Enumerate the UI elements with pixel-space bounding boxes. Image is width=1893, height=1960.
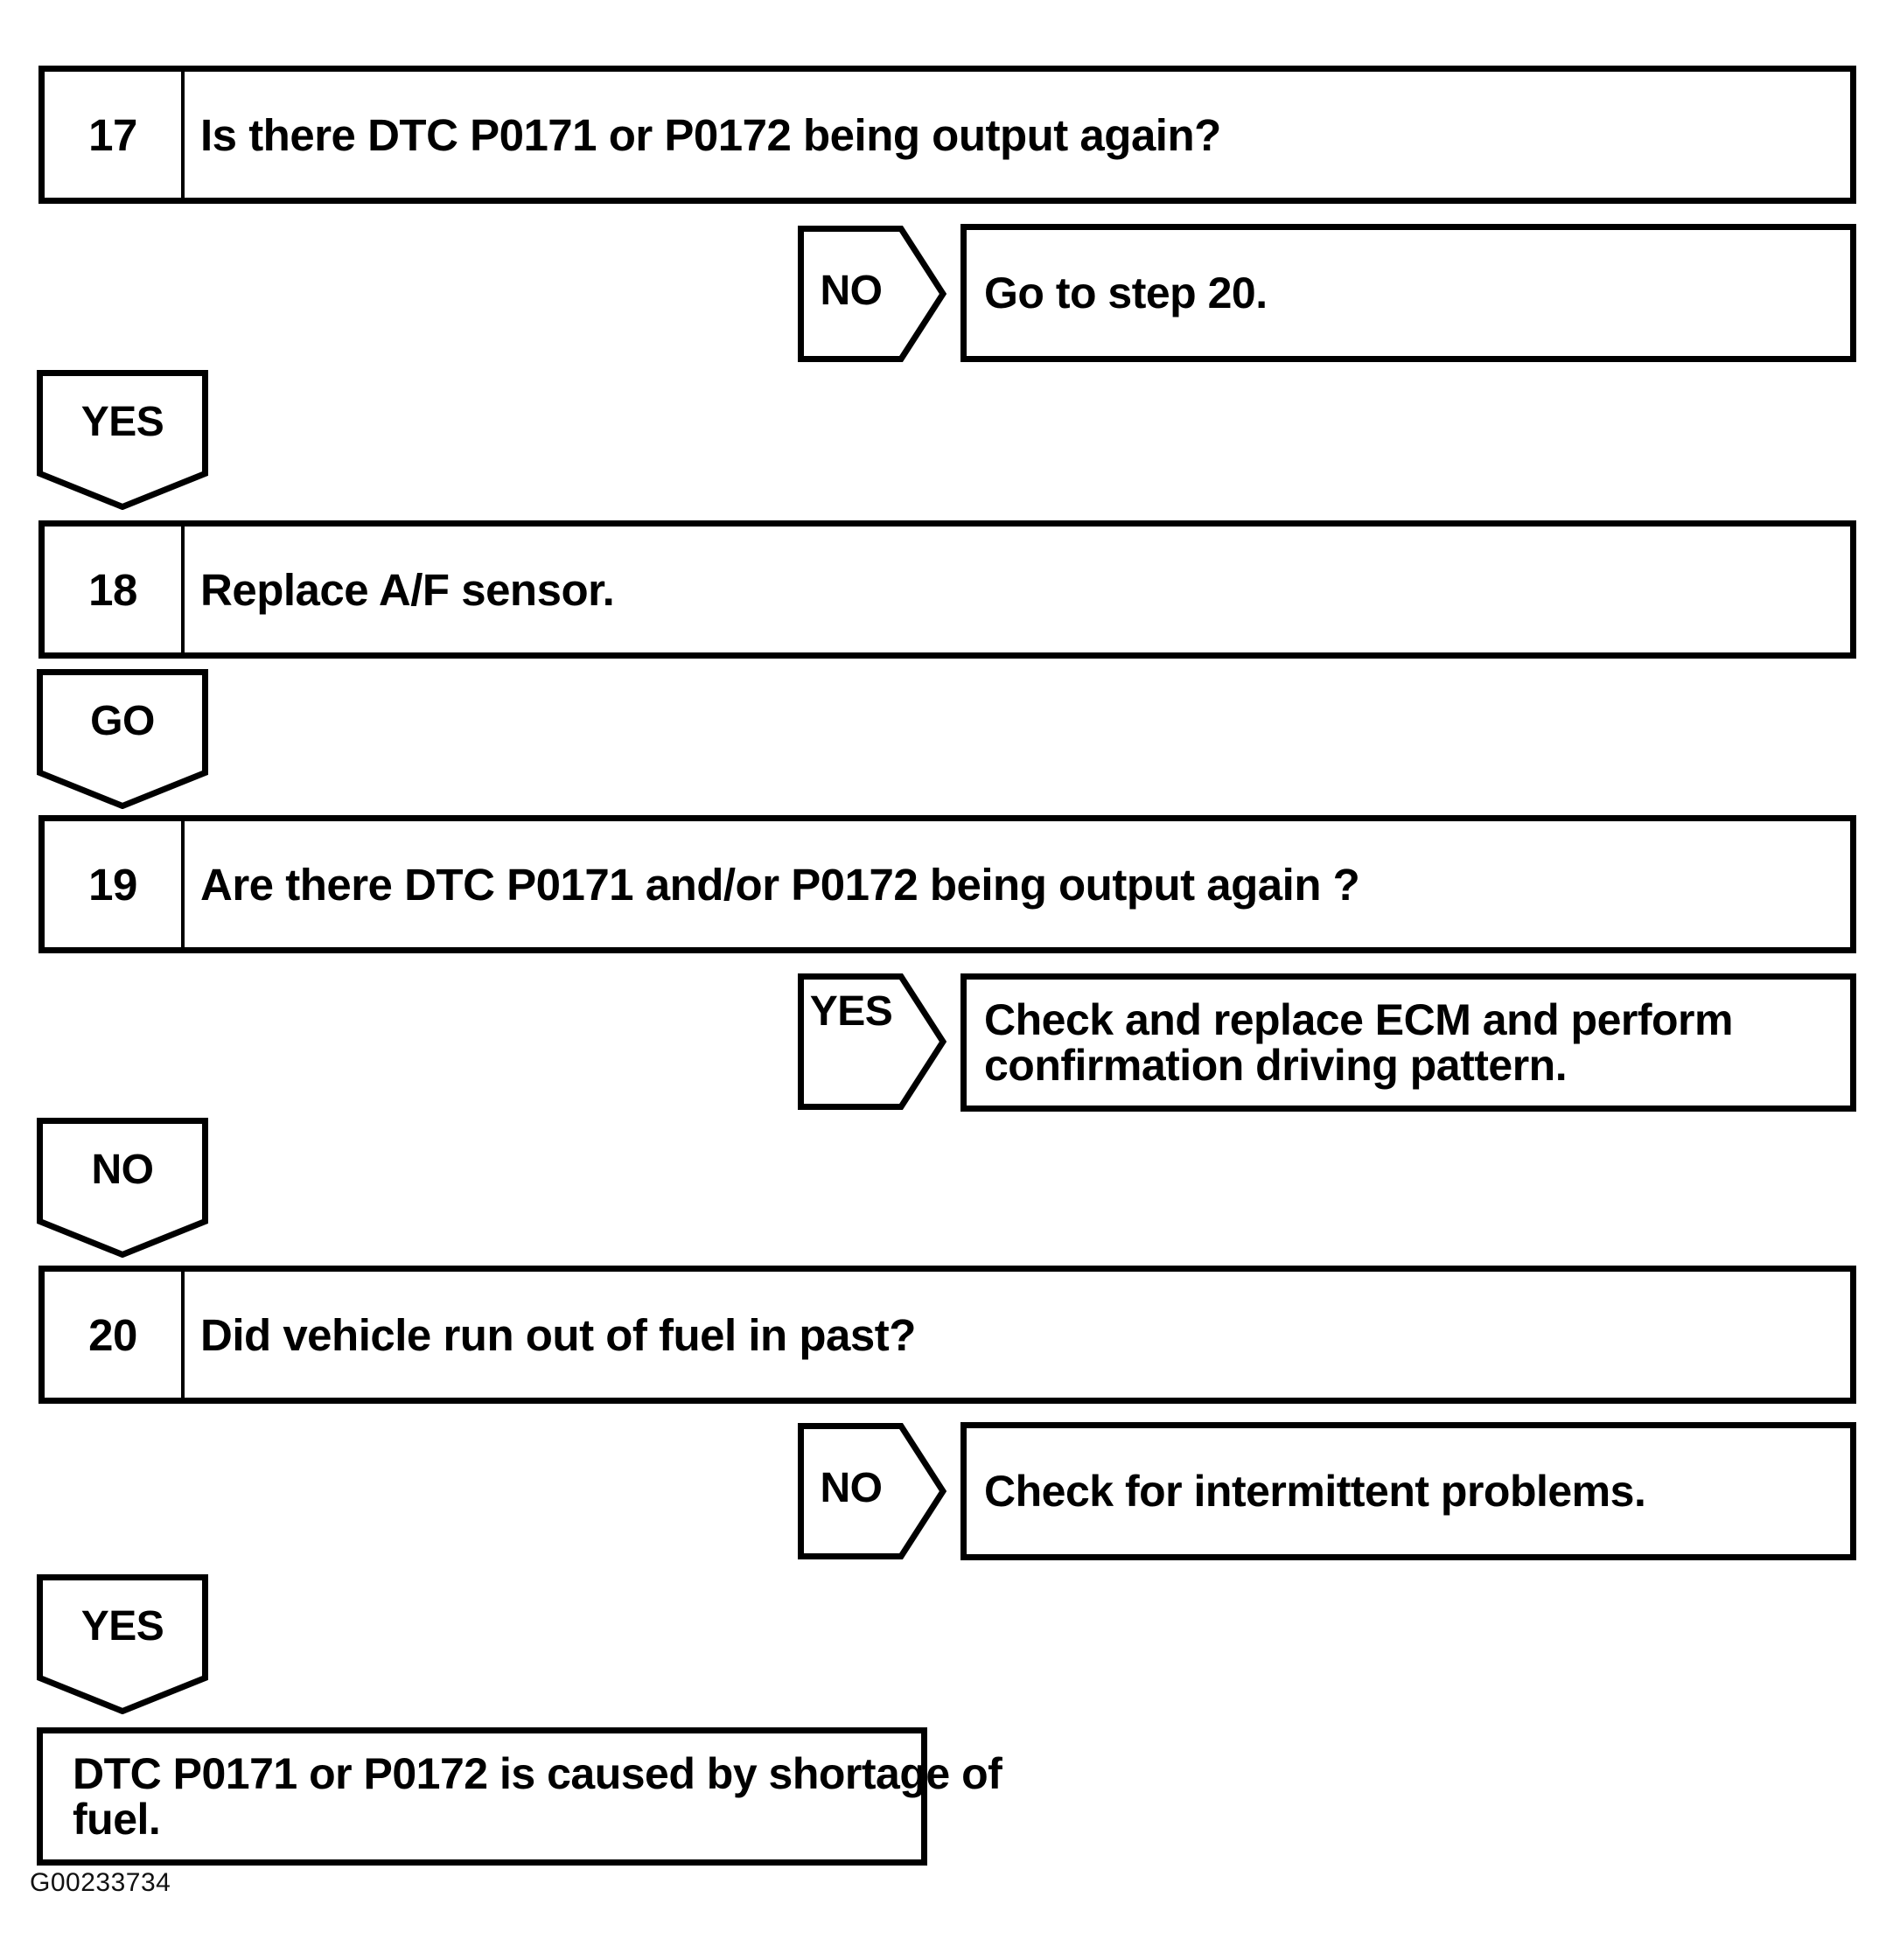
yes-tag-label: YES — [80, 399, 164, 445]
yes-connector-tag-down: YES — [37, 370, 208, 510]
step-18-number: 18 — [45, 527, 185, 652]
result-line: confirmation driving pattern. — [984, 1041, 1568, 1090]
result-line: Check for intermittent problems. — [984, 1467, 1646, 1516]
step-18-box: 18 Replace A/F sensor. — [38, 520, 1856, 659]
step-20-number: 20 — [45, 1272, 185, 1398]
pentagon-right-icon — [798, 1423, 946, 1559]
no-tag-label: NO — [91, 1147, 155, 1193]
step-20-box: 20 Did vehicle run out of fuel in past? — [38, 1266, 1856, 1404]
step-19-number: 19 — [45, 821, 185, 947]
conclusion-line: fuel. — [73, 1795, 161, 1844]
yes-tag-label: YES — [80, 1603, 164, 1650]
step-19-box: 19 Are there DTC P0171 and/or P0172 bein… — [38, 815, 1856, 953]
yes-connector-tag: YES — [798, 973, 946, 1110]
result-box-go-to-step-20: Go to step 20. — [960, 224, 1856, 362]
step-17-question: Is there DTC P0171 or P0172 being output… — [200, 109, 1221, 160]
pentagon-down-icon — [37, 1574, 208, 1714]
pentagon-down-icon — [37, 669, 208, 809]
no-tag-label: NO — [820, 268, 884, 314]
step-20-question: Did vehicle run out of fuel in past? — [200, 1309, 916, 1360]
figure-code: G00233734 — [30, 1868, 171, 1897]
step-17-number: 17 — [45, 72, 185, 198]
result-line: Check and replace ECM and perform — [984, 995, 1733, 1044]
yes-tag-label: YES — [809, 988, 893, 1035]
no-connector-tag: NO — [798, 1423, 946, 1559]
step-17-box: 17 Is there DTC P0171 or P0172 being out… — [38, 66, 1856, 204]
go-tag-label: GO — [90, 698, 155, 744]
pentagon-down-icon — [37, 1118, 208, 1258]
conclusion-box: DTC P0171 or P0172 is caused by shortage… — [37, 1727, 1002, 1866]
no-connector-tag: NO — [798, 226, 946, 362]
no-tag-label: NO — [820, 1465, 884, 1511]
conclusion-line: DTC P0171 or P0172 is caused by shortage… — [73, 1749, 1002, 1798]
result-line: Go to step 20. — [984, 269, 1268, 317]
step-18-question: Replace A/F sensor. — [200, 564, 615, 615]
go-connector-tag-down: GO — [37, 669, 208, 809]
no-connector-tag-down: NO — [37, 1118, 208, 1258]
yes-connector-tag-down: YES — [37, 1574, 208, 1714]
result-box-check-intermittent: Check for intermittent problems. — [960, 1422, 1856, 1560]
step-19-question: Are there DTC P0171 and/or P0172 being o… — [200, 859, 1360, 910]
result-box-check-replace-ecm: Check and replace ECM and perform confir… — [960, 973, 1856, 1112]
pentagon-right-icon — [798, 973, 946, 1110]
pentagon-down-icon — [37, 370, 208, 510]
pentagon-right-icon — [798, 226, 946, 362]
